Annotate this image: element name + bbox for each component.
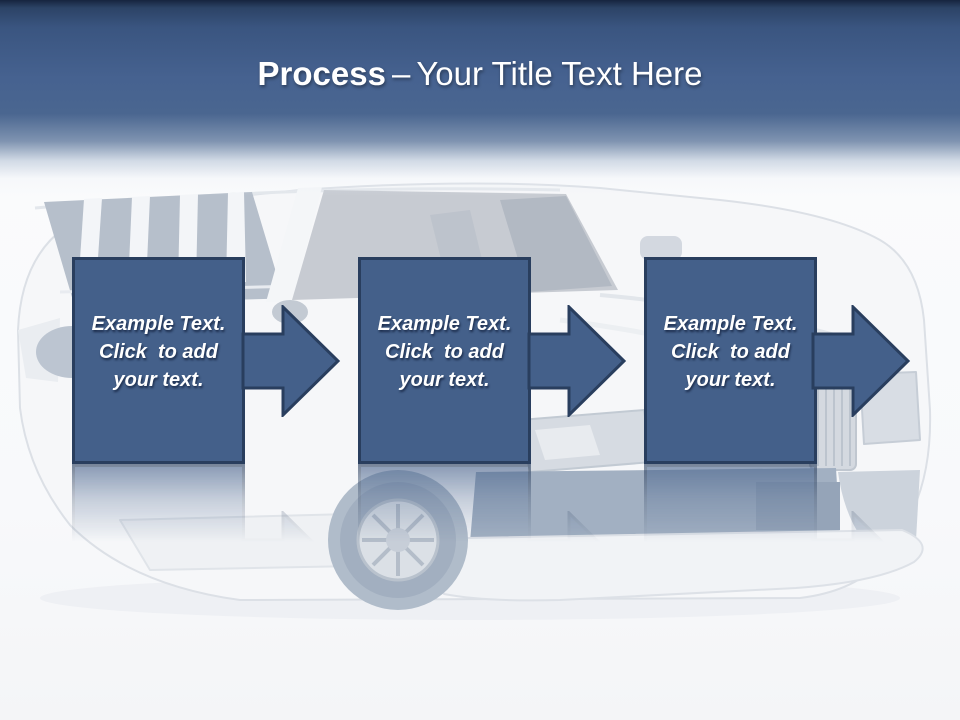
step-text-line: your text. [399,369,490,391]
title-rest: Your Title Text Here [416,55,703,92]
shape-reflections [0,464,960,671]
step-text-line: Click to add [99,341,218,363]
arrow-right-shape-1 [241,305,341,417]
page-title: Process–Your Title Text Here [0,52,960,96]
box-reflection [72,464,245,671]
arrow-reflection [241,511,341,623]
arrow-reflection [811,511,911,623]
step-1-text: Example Text. Click to add your text. [75,260,242,394]
arrow-right-shape-2 [527,305,627,417]
title-separator: – [391,55,411,92]
arrow-reflection [527,511,627,623]
title-bar: Process–Your Title Text Here [0,0,960,196]
title-emphasis: Process [257,55,386,92]
step-text-line: Click to add [671,341,790,363]
process-step-box-1[interactable]: Example Text. Click to add your text. [72,257,245,464]
step-2-text: Example Text. Click to add your text. [361,260,528,394]
process-step-box-3[interactable]: Example Text. Click to add your text. [644,257,817,464]
step-text-line: your text. [113,369,204,391]
step-text-line: your text. [685,369,776,391]
process-step-box-2[interactable]: Example Text. Click to add your text. [358,257,531,464]
arrow-right-shape-3 [811,305,911,417]
step-text-line: Example Text. [663,313,798,335]
step-text-line: Example Text. [91,313,226,335]
step-text-line: Example Text. [377,313,512,335]
box-reflection [358,464,531,671]
step-3-text: Example Text. Click to add your text. [647,260,814,394]
step-text-line: Click to add [385,341,504,363]
box-reflection [644,464,817,671]
